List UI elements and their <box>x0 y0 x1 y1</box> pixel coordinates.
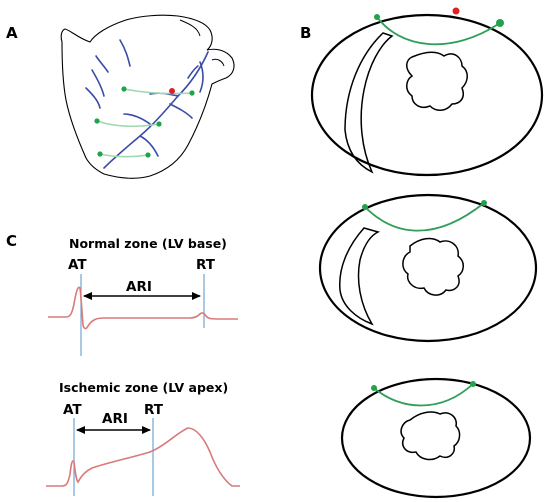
left-ventricle-cavity <box>406 51 468 111</box>
heart-drawing <box>60 14 235 179</box>
vessel-branch-7 <box>91 69 105 97</box>
panel-label-a: A <box>6 24 18 42</box>
trace-title: Normal zone (LV base) <box>69 236 227 251</box>
slice-needle-thread <box>373 383 474 407</box>
atrial-appendage-edge <box>179 19 225 67</box>
thread-mid <box>96 120 160 128</box>
ari-label: ARI <box>102 411 128 427</box>
slice-epicardium <box>318 193 538 343</box>
electrodes <box>94 86 195 158</box>
ligature-dot <box>452 7 460 15</box>
rt-label: RT <box>196 257 216 273</box>
slice-needle-thread <box>364 202 485 232</box>
at-label: AT <box>63 402 82 418</box>
electrogram <box>48 286 238 330</box>
slice-needle-thread <box>376 16 501 46</box>
electrode-dot <box>189 90 195 96</box>
electrode-dot <box>94 118 100 124</box>
main-vessel <box>103 51 209 169</box>
vessel-branch-5 <box>123 113 151 125</box>
electrode-threads <box>96 88 193 158</box>
slice-base <box>310 7 544 177</box>
slice-epicardium <box>340 377 532 499</box>
electrode-dot <box>362 204 368 210</box>
vessel-branch-2 <box>187 65 199 79</box>
thread-apex <box>99 153 149 158</box>
electrode-dot <box>481 200 487 206</box>
electrode-dot <box>145 152 151 158</box>
at-label: AT <box>68 257 87 273</box>
heart-outline <box>60 14 235 179</box>
right-ventricle-cavity <box>339 227 381 326</box>
electrode-dot <box>121 86 127 92</box>
vessel-branch-6 <box>139 135 159 157</box>
electrode-dot <box>496 19 504 27</box>
vessel-branch-8 <box>95 55 109 73</box>
electrode-dot <box>371 385 377 391</box>
coronary-vessels <box>85 39 209 169</box>
slice-epicardium <box>310 13 544 177</box>
panel-label-b: B <box>300 24 311 42</box>
panel-label-c: C <box>6 232 17 250</box>
slice-apex <box>340 377 532 499</box>
ari-label: ARI <box>126 279 152 295</box>
ligature-dot <box>169 88 175 94</box>
slice-mid <box>318 193 538 343</box>
vessel-branch-10 <box>119 39 131 67</box>
left-ventricle-cavity <box>400 411 461 461</box>
normal-zone-trace: Normal zone (LV base) AT ARI RT <box>48 236 238 356</box>
vessel-branch-1 <box>199 61 204 93</box>
ischemic-zone-trace: Ischemic zone (LV apex) AT ARI RT <box>46 380 240 496</box>
right-ventricle-cavity <box>344 32 394 174</box>
vessel-branch-9 <box>85 87 101 109</box>
electrode-dot <box>97 151 103 157</box>
left-ventricle-cavity <box>402 237 464 296</box>
electrode-dot <box>156 121 162 127</box>
vessel-branch-4 <box>169 103 193 119</box>
rt-label: RT <box>144 402 164 418</box>
thread-base <box>123 88 193 95</box>
electrode-dot <box>470 381 476 387</box>
electrogram <box>46 427 240 487</box>
trace-title: Ischemic zone (LV apex) <box>59 380 228 395</box>
electrode-dot <box>374 14 380 20</box>
